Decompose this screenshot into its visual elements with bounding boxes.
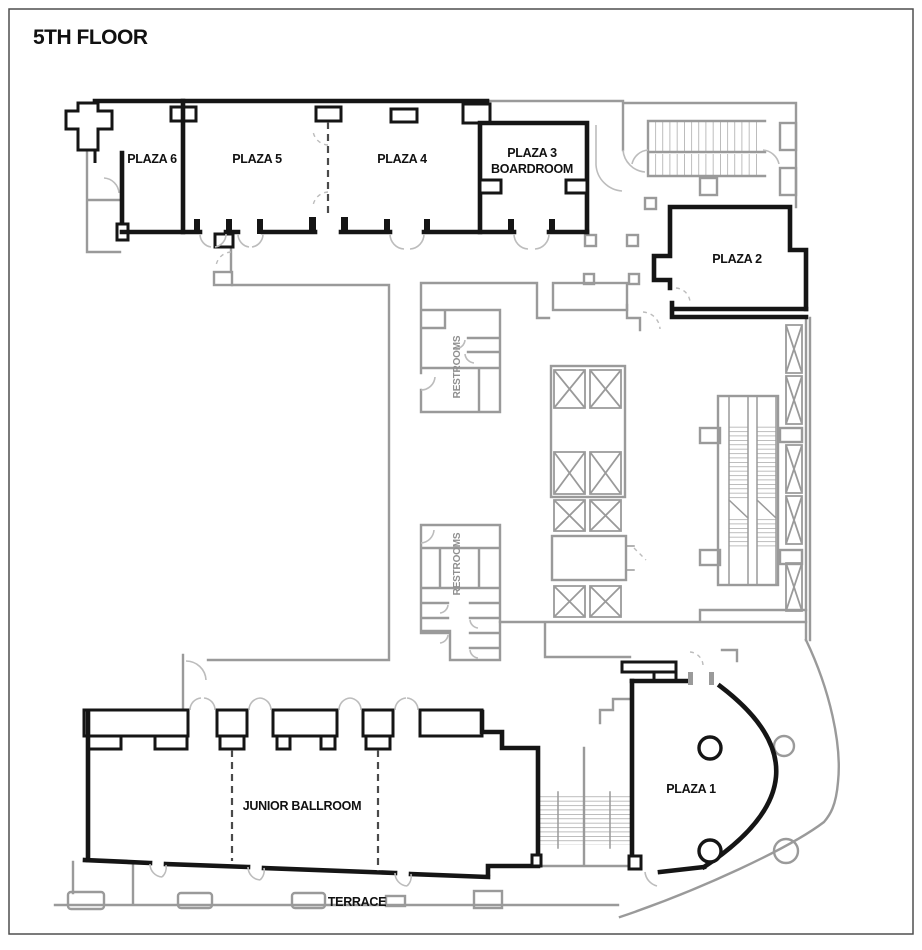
page-title: 5TH FLOOR <box>33 26 148 49</box>
plaza-5-label: PLAZA 5 <box>232 152 282 166</box>
cross-column <box>64 101 114 152</box>
planter <box>290 891 327 910</box>
escalator-icon <box>716 394 780 587</box>
function-space-walls <box>64 98 809 887</box>
plaza-1-label: PLAZA 1 <box>666 782 716 796</box>
column <box>772 837 800 865</box>
restrooms-south-label: RESTROOMS <box>452 532 463 595</box>
column <box>772 734 796 758</box>
room-labels: 5TH FLOOR PLAZA 6 PLAZA 5 PLAZA 4 PLAZA … <box>33 26 762 909</box>
junior-ballroom-walls <box>82 708 543 880</box>
plaza-3-label-line1: PLAZA 3 <box>507 146 557 160</box>
air-walls <box>230 122 380 871</box>
storage-room <box>85 150 122 254</box>
elevator-icon <box>553 369 622 618</box>
junior-ballroom-label: JUNIOR BALLROOM <box>243 799 361 813</box>
base-building <box>53 99 840 919</box>
plaza-6-label: PLAZA 6 <box>127 152 177 166</box>
restrooms-north-block <box>419 281 551 414</box>
plaza-2-walls <box>651 204 809 320</box>
terrace-area <box>53 860 620 911</box>
elevator-core <box>549 272 661 618</box>
planter <box>472 889 504 910</box>
west-corridor <box>181 247 391 714</box>
planter <box>384 894 407 908</box>
curved-facade <box>618 638 840 919</box>
column <box>697 735 723 761</box>
plaza-1-walls <box>620 660 779 887</box>
escalator-hall <box>698 316 812 642</box>
south-stairs <box>538 746 634 868</box>
terrace-label: TERRACE <box>328 895 386 909</box>
column <box>697 838 723 864</box>
restrooms-south-block <box>419 523 502 662</box>
plaza-2-label: PLAZA 2 <box>712 252 762 266</box>
plaza-3-label-line2: BOARDROOM <box>491 162 573 176</box>
restrooms-north-label: RESTROOMS <box>452 335 463 398</box>
planter <box>176 891 214 910</box>
northeast-stairwell <box>595 119 798 197</box>
plaza-6-walls <box>119 98 186 235</box>
planter <box>66 890 106 911</box>
plaza-4-label: PLAZA 4 <box>377 152 427 166</box>
elevator-icon <box>785 324 803 612</box>
door-swings <box>149 233 550 887</box>
page-border <box>8 8 914 935</box>
plaza-3-walls <box>477 120 590 235</box>
